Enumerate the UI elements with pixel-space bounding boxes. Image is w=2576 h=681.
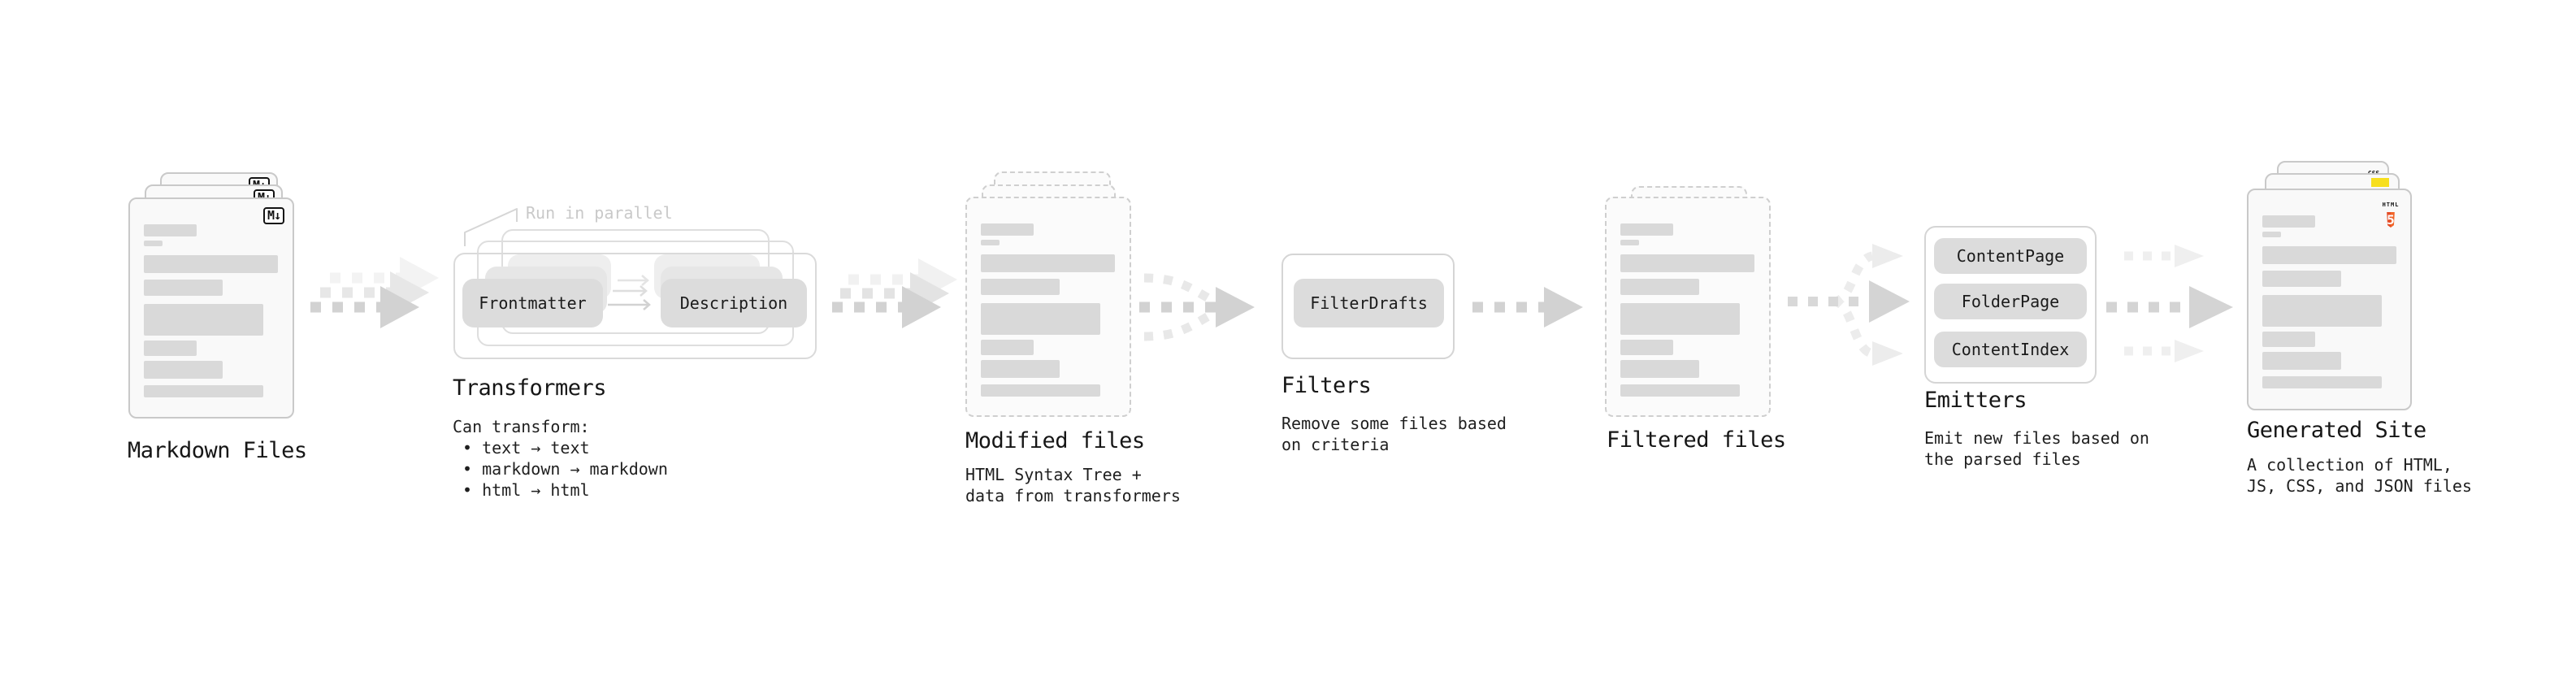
markdown-icon: M↓ [262,207,284,224]
filters-caption-1: Remove some files based [1281,414,1507,433]
folderpage-pill: FolderPage [1934,284,2087,319]
flow-arrow-filtered-to-emitters-diverge [1788,244,1910,366]
modified-files-title: Modified files [965,428,1145,453]
flow-arrow-transformers-to-modified [832,258,957,328]
flow-arrow-markdown-to-transformers [310,257,439,328]
transformers-bullet-3: • html → html [462,480,590,500]
frontmatter-pill: Frontmatter [462,279,603,327]
generated-site-caption-2: JS, CSS, and JSON files [2247,476,2472,496]
modified-files-caption-2: data from transformers [965,486,1181,505]
emitters-caption-2: the parsed files [1924,449,2081,469]
transformers-caption-heading: Can transform: [453,417,590,436]
contentpage-pill: ContentPage [1934,238,2087,274]
doc-skeleton [1620,223,1754,397]
markdown-file-card-front: M↓ [128,197,294,419]
transformers-bullet-1: • text → text [462,438,590,458]
contentindex-pill: ContentIndex [1934,332,2087,367]
modified-files-caption-1: HTML Syntax Tree + [965,465,1142,484]
generated-file-card-front-html: HTML 5 [2247,189,2412,410]
run-in-parallel-leader-line [464,208,518,246]
filters-title: Filters [1281,373,1372,398]
transformers-title: Transformers [453,375,607,401]
emitters-title: Emitters [1924,388,2027,413]
filterdrafts-pill: FilterDrafts [1294,279,1444,327]
flow-arrow-modified-to-filters-converge [1139,273,1255,341]
modified-file-card-front [965,197,1131,417]
run-in-parallel-note: Run in parallel [526,203,673,223]
emitters-caption-1: Emit new files based on [1924,428,2149,448]
generated-site-caption-1: A collection of HTML, [2247,455,2452,475]
flow-arrow-filters-to-filtered [1472,287,1583,327]
doc-skeleton [981,223,1115,397]
filtered-files-title: Filtered files [1607,427,1786,453]
flow-arrow-emitters-to-generated [2106,245,2233,362]
filters-caption-2: on criteria [1281,435,1390,454]
markdown-files-title: Markdown Files [128,438,307,463]
transformers-bullet-2: • markdown → markdown [462,459,668,479]
transform-step-arrows [608,275,651,310]
html5-icon: HTML 5 [2380,194,2401,230]
doc-skeleton [2262,215,2396,388]
transformer-frame-front [453,253,817,359]
generated-site-title: Generated Site [2247,418,2426,443]
filtered-file-card-front [1605,197,1771,417]
html5-icon-label: HTML [2382,202,2400,208]
html5-icon-shield: 5 [2387,212,2395,228]
description-pill: Description [661,279,807,327]
js-icon [2371,178,2389,187]
doc-skeleton [144,224,278,397]
